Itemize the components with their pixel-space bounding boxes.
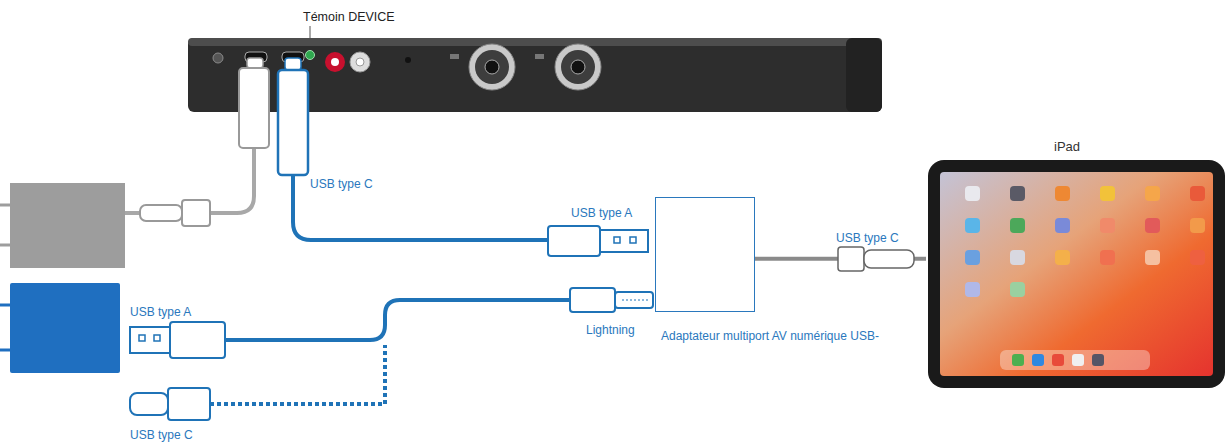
- app-icon: [965, 218, 980, 233]
- cable: [225, 300, 572, 340]
- usb-c-plug: [140, 205, 182, 221]
- rca-center: [331, 58, 339, 66]
- app-icon: [965, 250, 980, 265]
- rca-jack: [350, 52, 370, 72]
- connector-label: USB type C: [130, 428, 193, 442]
- plug-body: [239, 68, 269, 148]
- power-adapter: [10, 283, 120, 373]
- power-adapter: [10, 183, 125, 268]
- combo-jack-inner: [561, 50, 595, 84]
- connector-label: USB type A: [571, 206, 632, 220]
- app-icon: [1055, 218, 1070, 233]
- connector-label: USB type C: [310, 177, 373, 191]
- ipad-body: [928, 160, 1225, 388]
- plug-body: [548, 226, 600, 256]
- app-icon: [965, 186, 980, 201]
- plug-body: [182, 200, 210, 226]
- cable: [293, 175, 550, 240]
- blue-power-supply: [0, 283, 653, 420]
- device-label: iPad: [1054, 140, 1080, 154]
- grey-power-supply: [0, 58, 269, 268]
- ipad-plug: [838, 247, 914, 271]
- app-icon: [1100, 186, 1115, 201]
- adapter-box: Adaptateur multiport AV numérique USB-: [655, 197, 755, 312]
- app-icon: [1032, 354, 1044, 366]
- combo-jack: [469, 44, 515, 90]
- optional-cable: [210, 345, 385, 404]
- usb-c-plug: [130, 393, 168, 415]
- app-icons: [965, 186, 1205, 297]
- ipad-screen: [940, 172, 1213, 376]
- plug-detail: [154, 335, 160, 341]
- app-icon: [1145, 218, 1160, 233]
- lightning-plug: [615, 292, 653, 308]
- app-icon: [1092, 354, 1104, 366]
- adapter-label: Adaptateur multiport AV numérique USB-: [661, 329, 879, 343]
- app-icon: [1100, 250, 1115, 265]
- plug-body: [170, 322, 225, 358]
- connector-label: USB type C: [836, 231, 899, 245]
- plug-body: [570, 288, 615, 312]
- app-icon: [1100, 218, 1115, 233]
- app-icon: [1010, 250, 1025, 265]
- device-led: [306, 51, 315, 60]
- ipad-illustration: [928, 160, 1225, 388]
- combo-jack-hole: [485, 60, 499, 74]
- tablet-device: iPad: [926, 137, 1226, 389]
- usb-c-plug: [285, 58, 301, 70]
- app-icon: [1055, 186, 1070, 201]
- usb-c-plug: [864, 250, 914, 268]
- usb-a-plug: [130, 327, 170, 353]
- plug-body: [278, 70, 308, 175]
- app-icon: [1010, 186, 1025, 201]
- usb-c-plug: [247, 58, 263, 68]
- app-icon: [1072, 354, 1084, 366]
- rca-center: [356, 58, 364, 66]
- usb-a-plug: [600, 230, 648, 252]
- app-icon: [1052, 354, 1064, 366]
- connector-label: Lightning: [586, 323, 635, 337]
- plug-body: [168, 388, 210, 420]
- rca-jack: [325, 52, 345, 72]
- device-top: [188, 38, 882, 46]
- combo-jack-inner: [475, 50, 509, 84]
- switch: [535, 54, 544, 59]
- plug-detail: [614, 237, 620, 243]
- device-cable: [278, 58, 648, 256]
- combo-jack: [555, 44, 601, 90]
- app-icon: [1145, 250, 1160, 265]
- plug-detail: [622, 300, 648, 301]
- app-icon: [1145, 186, 1160, 201]
- ipad-dock: [1000, 350, 1150, 370]
- app-icon: [1012, 354, 1024, 366]
- plug-detail: [630, 237, 636, 243]
- app-icon: [1010, 282, 1025, 297]
- cable: [210, 148, 254, 213]
- device-side: [846, 38, 882, 112]
- combo-jack-hole: [571, 60, 585, 74]
- callout-label: Témoin DEVICE: [303, 10, 395, 24]
- app-icon: [1190, 186, 1205, 201]
- hole: [405, 57, 411, 63]
- app-icon: [1190, 250, 1205, 265]
- plug-detail: [139, 335, 145, 341]
- cable: [125, 211, 140, 215]
- app-icon: [965, 282, 980, 297]
- plug-body: [838, 247, 864, 271]
- app-icon: [1055, 250, 1070, 265]
- screw: [213, 53, 223, 63]
- app-icon: [1010, 218, 1025, 233]
- app-icon: [1190, 218, 1205, 233]
- connector-label: USB type A: [130, 305, 191, 319]
- switch: [450, 54, 459, 59]
